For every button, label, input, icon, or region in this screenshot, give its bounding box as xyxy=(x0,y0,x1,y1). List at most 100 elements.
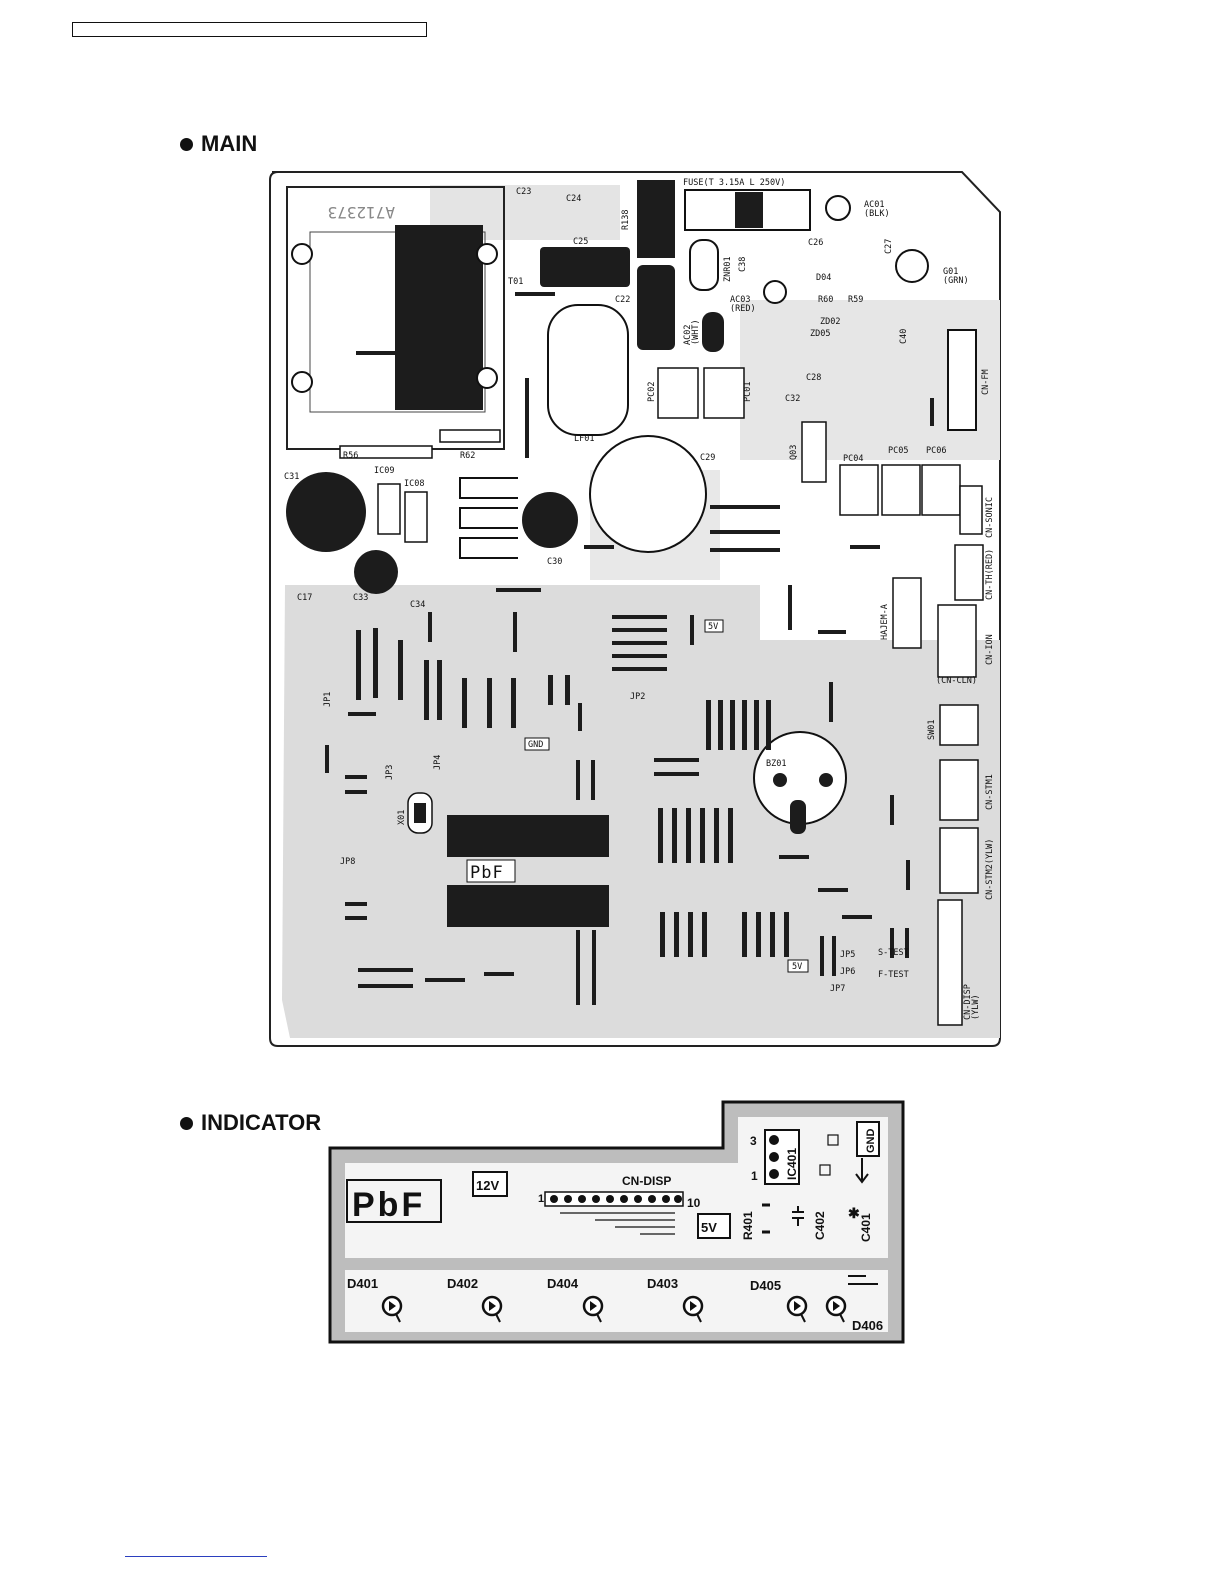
buzzer-body xyxy=(790,800,806,834)
led-d406-icon xyxy=(825,1295,847,1323)
label-ac01: AC01 xyxy=(864,200,884,210)
indicator-section-title: INDICATOR xyxy=(201,1110,322,1135)
terminal-ac01-icon xyxy=(825,195,851,221)
label-d404: D404 xyxy=(547,1276,579,1291)
label-cn-cln: (CN-CLN) xyxy=(936,676,977,686)
label-pbf: PbF xyxy=(470,863,504,883)
pbf-marker xyxy=(466,859,516,883)
main-board: A712373 xyxy=(269,171,1001,1047)
capacitor-c22 xyxy=(637,265,675,350)
label-r401: R401 xyxy=(741,1211,755,1240)
mounting-screw-icon xyxy=(291,371,313,393)
led-d401-icon xyxy=(381,1295,403,1323)
label-c32: C32 xyxy=(785,394,800,404)
label-gnd: GND xyxy=(865,1129,877,1154)
ic-pin xyxy=(769,1152,779,1162)
label-zd02: ZD02 xyxy=(820,317,840,327)
label-pbf: PbF xyxy=(352,1186,425,1224)
gnd-tag xyxy=(856,1121,880,1157)
label-d405: D405 xyxy=(750,1278,781,1293)
photocoupler-pc01 xyxy=(703,367,745,419)
label-jp5: JP5 xyxy=(840,950,855,960)
label-s-test: S-TEST xyxy=(878,948,909,958)
label-cn-disp-color: (YLW) xyxy=(971,994,981,1020)
label-bz01: BZ01 xyxy=(766,759,786,769)
led-d403-icon xyxy=(682,1295,704,1323)
connector-cn-fm xyxy=(947,329,977,431)
five-v-tag xyxy=(697,1213,731,1239)
label-c402: C402 xyxy=(813,1211,827,1240)
label-jp7: JP7 xyxy=(830,984,845,994)
label-c25: C25 xyxy=(573,237,588,247)
photocoupler-pc02 xyxy=(657,367,699,419)
label-c23: C23 xyxy=(516,187,531,197)
led-d402-icon xyxy=(481,1295,503,1323)
regulator-ic08 xyxy=(404,491,428,543)
main-section-heading: MAIN xyxy=(180,131,257,157)
label-12v: 12V xyxy=(476,1178,499,1193)
label-jp2: JP2 xyxy=(630,692,645,702)
label-jp1: JP1 xyxy=(323,692,333,707)
label-fuse: FUSE(T 3.15A L 250V) xyxy=(683,178,785,188)
label-pc04: PC04 xyxy=(843,454,863,464)
label-d406: D406 xyxy=(852,1318,883,1333)
label-pc06: PC06 xyxy=(926,446,946,456)
label-five-v: 5V xyxy=(708,622,718,632)
label-d401: D401 xyxy=(347,1276,378,1291)
label-r62: R62 xyxy=(460,451,475,461)
label-r59: R59 xyxy=(848,295,863,305)
label-cn-disp: CN-DISP xyxy=(622,1174,671,1188)
connector-cn-disp xyxy=(937,899,963,1026)
label-jp6: JP6 xyxy=(840,967,855,977)
connector-ac02 xyxy=(702,312,724,352)
gnd-tag xyxy=(524,737,550,751)
label-ac03-color: (RED) xyxy=(730,304,756,314)
label-c31: C31 xyxy=(284,472,299,482)
label-pc05: PC05 xyxy=(888,446,908,456)
main-section-title: MAIN xyxy=(201,131,258,156)
mounting-screw-icon xyxy=(291,243,313,265)
led-d405-icon xyxy=(786,1295,808,1323)
label-r138: R138 xyxy=(621,210,631,230)
label-g01-color: (GRN) xyxy=(943,276,969,286)
label-ac02-color: (WHT) xyxy=(691,319,701,345)
twelve-v-tag xyxy=(472,1171,508,1197)
switch-sw01 xyxy=(939,704,979,746)
capacitor-c30 xyxy=(522,492,578,548)
heatsink xyxy=(459,477,518,559)
label-ic09: IC09 xyxy=(374,466,394,476)
mcu-pads-top xyxy=(447,815,609,857)
label-g01: G01 xyxy=(943,267,958,277)
label-c17: C17 xyxy=(297,593,312,603)
label-c30: C30 xyxy=(547,557,562,567)
mounting-screw-icon xyxy=(476,367,498,389)
label-t01: T01 xyxy=(508,277,523,287)
label-five-v-b: 5V xyxy=(792,962,802,972)
label-cn-disp: CN-DISP xyxy=(963,984,973,1020)
crystal-body xyxy=(414,803,426,823)
connector-cn-stm1 xyxy=(939,759,979,821)
label-d04: D04 xyxy=(816,273,831,283)
label-jp3: JP3 xyxy=(385,765,395,780)
capacitor-c31 xyxy=(286,472,366,552)
label-5v: 5V xyxy=(701,1220,717,1235)
photocoupler-pc06 xyxy=(921,464,961,516)
gnd-arrow-icon xyxy=(855,1158,869,1184)
label-pc02: PC02 xyxy=(647,382,657,402)
resistor-r401 xyxy=(762,1203,770,1234)
ic-pin xyxy=(769,1169,779,1179)
label-pin1: 1 xyxy=(538,1193,544,1205)
indicator-board: PbF 12V CN-DISP 1 10 5V R401 C402 ✱ C401… xyxy=(328,1100,905,1344)
trace xyxy=(848,1275,878,1285)
regulator-ic09 xyxy=(377,483,401,535)
label-ic-pin3: 3 xyxy=(750,1134,757,1148)
label-cn-sonic: CN-SONIC xyxy=(985,497,995,538)
label-c40: C40 xyxy=(899,329,909,344)
pbf-marker xyxy=(346,1179,442,1223)
connector-hajem-a xyxy=(892,577,922,649)
footer-link-line xyxy=(125,1556,267,1557)
label-pin10: 10 xyxy=(687,1196,701,1210)
bullet-icon xyxy=(180,137,193,151)
five-v-tag xyxy=(787,959,809,973)
